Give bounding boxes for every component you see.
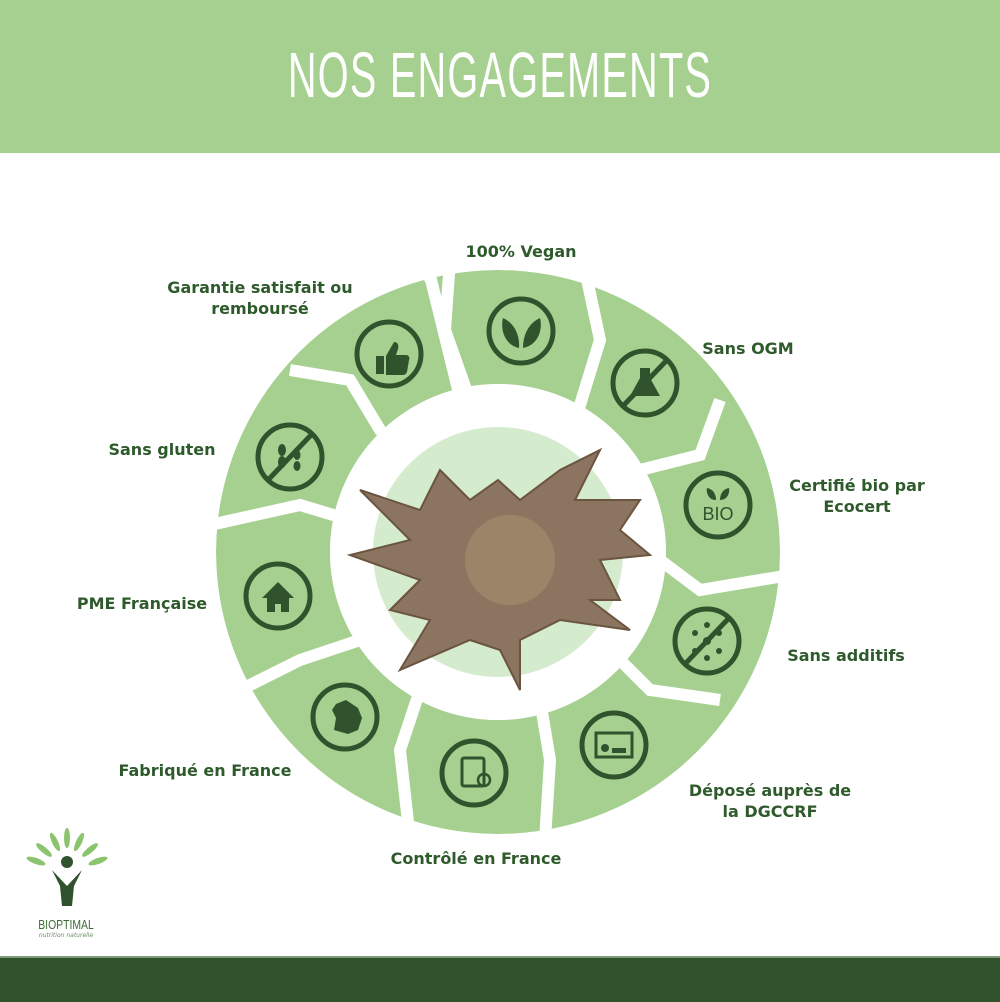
label-garantie-line2: remboursé bbox=[211, 299, 309, 318]
label-bio-line1: Certifié bio par bbox=[789, 476, 925, 495]
label-garantie-line1: Garantie satisfait ou bbox=[167, 278, 353, 297]
bio-icon bbox=[683, 470, 753, 540]
footer-bar bbox=[0, 956, 1000, 1002]
header-banner: NOS ENGAGEMENTS bbox=[0, 0, 1000, 153]
certificate-icon bbox=[579, 710, 649, 780]
thumbs-up-icon bbox=[354, 319, 424, 389]
label-dgccrf-line1: Déposé auprès de bbox=[688, 781, 852, 800]
label-sans-ogm: Sans OGM bbox=[702, 339, 794, 358]
no-wheat-icon bbox=[255, 422, 325, 492]
no-molecule-icon bbox=[672, 606, 742, 676]
bioptimal-logo-icon bbox=[26, 828, 108, 906]
label-dgccrf-line2: la DGCCRF bbox=[722, 802, 818, 821]
root-plant-photo bbox=[346, 447, 653, 691]
clipboard-check-icon bbox=[439, 738, 509, 808]
house-icon bbox=[243, 561, 313, 631]
logo-tagline: nutrition naturelle bbox=[38, 932, 94, 939]
logo-name: BIOPTIMAL bbox=[38, 917, 94, 932]
leaves-icon bbox=[486, 296, 556, 366]
svg-text:BIO: BIO bbox=[702, 504, 733, 524]
label-sans-gluten: Sans gluten bbox=[108, 440, 216, 459]
label-vegan: 100% Vegan bbox=[465, 242, 577, 261]
page-title: NOS ENGAGEMENTS bbox=[287, 39, 713, 111]
label-fabrique-france: Fabriqué en France bbox=[118, 761, 292, 780]
france-map-icon bbox=[310, 682, 380, 752]
label-bio-line2: Ecocert bbox=[823, 497, 891, 516]
no-flask-icon bbox=[610, 348, 680, 418]
label-controle-france: Contrôlé en France bbox=[390, 849, 562, 868]
label-pme-francaise: PME Française bbox=[76, 594, 208, 613]
label-sans-additifs: Sans additifs bbox=[787, 646, 905, 665]
